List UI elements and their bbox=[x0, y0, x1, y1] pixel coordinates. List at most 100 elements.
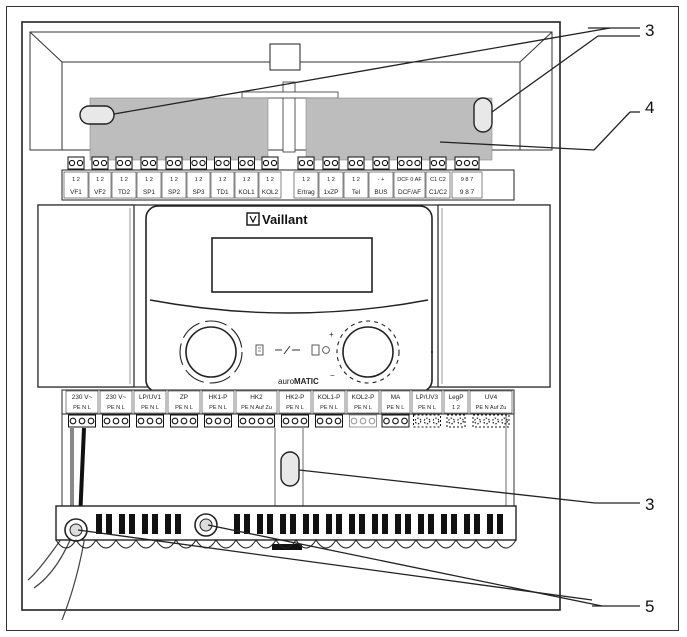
bottom-terminal-label: 230 V~ bbox=[106, 394, 127, 401]
top-terminal: 1 2 SP2 bbox=[161, 156, 187, 199]
side-cover-left bbox=[37, 204, 135, 388]
bottom-terminal-strip bbox=[61, 389, 515, 415]
circuit-board-left bbox=[89, 97, 269, 161]
cable-slot bbox=[349, 514, 355, 534]
center-post bbox=[282, 81, 296, 153]
bottom-terminal-label: LP/UV1 bbox=[139, 394, 161, 401]
cable-slot bbox=[326, 514, 332, 534]
cable-slot bbox=[290, 514, 296, 534]
top-terminal-label: Tel bbox=[352, 189, 360, 196]
right-dial-ring bbox=[336, 320, 400, 384]
bottom-terminal: HK1-PPE N L bbox=[201, 390, 235, 428]
bottom-terminal: 230 V~PE N L bbox=[65, 390, 99, 428]
bottom-terminal-pins: PE N L bbox=[286, 405, 304, 411]
housing-lid-area bbox=[29, 31, 553, 151]
cable-slot bbox=[441, 514, 447, 534]
top-terminal: - +BUS bbox=[368, 156, 394, 199]
side-cover-right bbox=[437, 204, 551, 388]
control-area-curve bbox=[149, 299, 429, 314]
top-terminal-label: KOL1 bbox=[238, 189, 255, 196]
brand-label: Vaillant bbox=[262, 212, 308, 227]
top-terminal-pins: 1 2 bbox=[302, 177, 310, 183]
bottom-terminal-label: UV4 bbox=[485, 394, 498, 401]
top-clip bbox=[269, 43, 301, 71]
cable-slot bbox=[152, 514, 158, 534]
cable-slot bbox=[234, 514, 240, 534]
bottom-terminal-label: ZP bbox=[180, 394, 188, 401]
cable-slot bbox=[428, 514, 434, 534]
bottom-terminal: KOL2-P PE N L bbox=[346, 390, 380, 428]
top-terminal-label: KOL2 bbox=[262, 189, 279, 196]
top-terminal: DCF 0 AF DCF/AF bbox=[393, 156, 426, 199]
cable-slot bbox=[336, 514, 342, 534]
top-terminal-label: DCF/AF bbox=[398, 189, 421, 196]
bottom-terminal-label: KOL2-P bbox=[352, 394, 375, 401]
callout-4: 4 bbox=[645, 98, 654, 117]
top-terminal-label: SP1 bbox=[143, 189, 156, 196]
top-terminal-label: TD2 bbox=[118, 189, 131, 196]
cable-slot bbox=[487, 514, 493, 534]
cable-slot bbox=[96, 514, 102, 534]
bottom-terminal-pins: PE N L bbox=[387, 405, 405, 411]
cable-slot bbox=[257, 514, 263, 534]
top-terminal-label: 9 8 7 bbox=[460, 189, 475, 196]
bottom-terminal-label: HK2 bbox=[250, 394, 263, 401]
bottom-terminal-pins: PE N L bbox=[107, 405, 125, 411]
left-dial-knob[interactable] bbox=[185, 326, 237, 378]
bottom-terminal-label: 230 V~ bbox=[72, 394, 93, 401]
cable-slot bbox=[244, 514, 250, 534]
bottom-terminal-pins: PE N L bbox=[418, 405, 436, 411]
cable-slot bbox=[175, 514, 181, 534]
transfer-icon bbox=[275, 345, 300, 355]
top-terminal-label: VF1 bbox=[70, 189, 82, 196]
bottom-terminal-label: HK2-P bbox=[286, 394, 305, 401]
top-terminal-label: BUS bbox=[374, 189, 387, 196]
cable-slot bbox=[382, 514, 388, 534]
strain-relief-screw-right bbox=[194, 513, 218, 537]
menu-icon bbox=[255, 344, 264, 356]
cable-slot bbox=[142, 514, 148, 534]
mounting-hole-bottom bbox=[280, 451, 300, 487]
top-terminal-label: SP2 bbox=[168, 189, 181, 196]
bottom-terminal-pins: 1 2 bbox=[452, 405, 460, 411]
top-terminal-label: TD1 bbox=[216, 189, 229, 196]
bottom-terminal-label: KOL1-P bbox=[318, 394, 341, 401]
strain-relief-screw-left bbox=[64, 518, 88, 542]
callout-lines bbox=[77, 27, 640, 607]
bottom-terminal: HK2-P PE N L bbox=[278, 390, 312, 428]
cable-slot bbox=[464, 514, 470, 534]
minus-mark: − bbox=[330, 371, 335, 380]
top-terminal-pins: 1 2 bbox=[266, 177, 274, 183]
callout-3-top: 3 bbox=[645, 21, 654, 40]
bottom-edge-scallops bbox=[55, 539, 517, 549]
bottom-terminal-pins: PE N Auf Zu bbox=[476, 405, 507, 411]
bottom-terminal-pins: PE N L bbox=[354, 405, 372, 411]
bottom-terminal: 230 V~ PE N L bbox=[99, 390, 133, 428]
cable-slot bbox=[106, 514, 112, 534]
callout-3-bottom: 3 bbox=[645, 495, 654, 514]
top-terminal-pins: DCF 0 AF bbox=[397, 177, 422, 183]
cable-slot bbox=[497, 514, 503, 534]
right-dial-knob[interactable] bbox=[342, 326, 394, 378]
mounting-hole-top-left bbox=[79, 105, 115, 125]
vaillant-logo: Vaillant bbox=[246, 212, 308, 227]
top-terminal-pins: 1 2 bbox=[170, 177, 178, 183]
cable-slot bbox=[303, 514, 309, 534]
top-terminal-pins: 1 2 bbox=[352, 177, 360, 183]
circuit-board-right bbox=[305, 97, 493, 161]
